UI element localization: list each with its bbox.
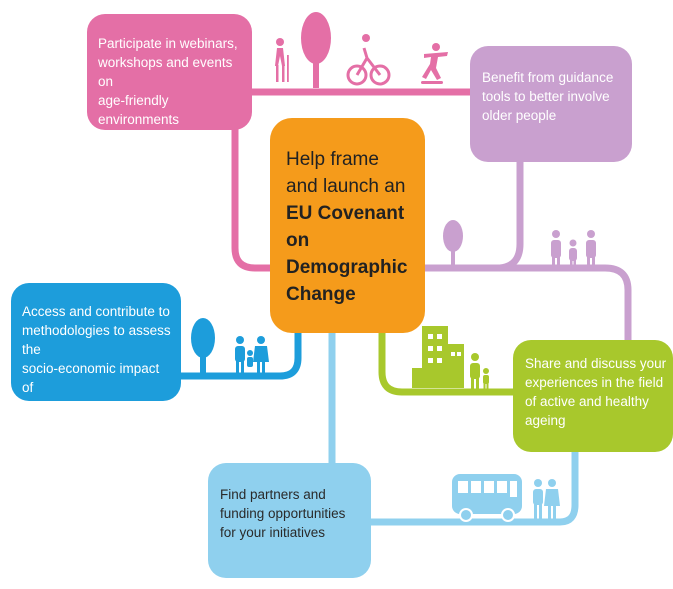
family-icon: [551, 230, 596, 268]
tree-icon: [301, 12, 331, 88]
covenant-bold-line: Demographic: [286, 257, 408, 278]
covenant-text-line: Help frame: [286, 149, 379, 170]
methodologies-text-line: Access and contribute to: [22, 304, 170, 319]
guidance-text-line: older people: [482, 108, 557, 123]
methodologies-text-line: socio-economic impact of: [22, 361, 160, 395]
experiences-text-line: of active and healthy: [525, 394, 649, 409]
tree-icon: [443, 220, 463, 268]
methodologies-text-line: your initiatives: [22, 399, 108, 414]
family-icon: [235, 336, 269, 374]
covenant-bold-line: Change: [286, 284, 356, 305]
guidance-box: Benefit from guidance tools to better in…: [470, 46, 632, 162]
guidance-text-line: tools to better involve: [482, 89, 610, 104]
skateboarder-icon: [421, 43, 448, 84]
webinars-text-line: Participate in webinars,: [98, 36, 238, 51]
bus-icon: [452, 474, 522, 522]
covenant-text-line: and launch an: [286, 176, 406, 197]
webinars-text-line: age-friendly environments: [98, 93, 180, 127]
webinars-box: Participate in webinars, workshops and e…: [87, 14, 252, 130]
experiences-text-line: experiences in the field: [525, 375, 664, 390]
experiences-box: Share and discuss your experiences in th…: [513, 340, 673, 452]
building-icon: [412, 326, 464, 388]
couple-icon: [533, 479, 560, 519]
covenant-bold-line: EU Covenant on: [286, 203, 405, 251]
tree-icon: [191, 318, 215, 376]
experiences-text-line: ageing: [525, 413, 566, 428]
covenant-center-box: Help frame and launch an EU Covenant on …: [270, 118, 425, 333]
guidance-text-line: Benefit from guidance: [482, 70, 614, 85]
cyclist-icon: [346, 34, 391, 86]
partners-box: Find partners and funding opportunities …: [208, 463, 371, 578]
methodologies-box: Access and contribute to methodologies t…: [11, 283, 181, 414]
partners-text-line: Find partners and: [220, 487, 326, 502]
partners-text-line: funding opportunities: [220, 506, 346, 521]
experiences-text-line: Share and discuss your: [525, 356, 667, 371]
webinars-text-line: workshops and events on: [98, 55, 233, 89]
partners-text-line: for your initiatives: [220, 525, 326, 540]
methodologies-text-line: methodologies to assess the: [22, 323, 171, 357]
family-icon: [470, 353, 489, 389]
person-walking-cane-icon: [275, 38, 289, 82]
